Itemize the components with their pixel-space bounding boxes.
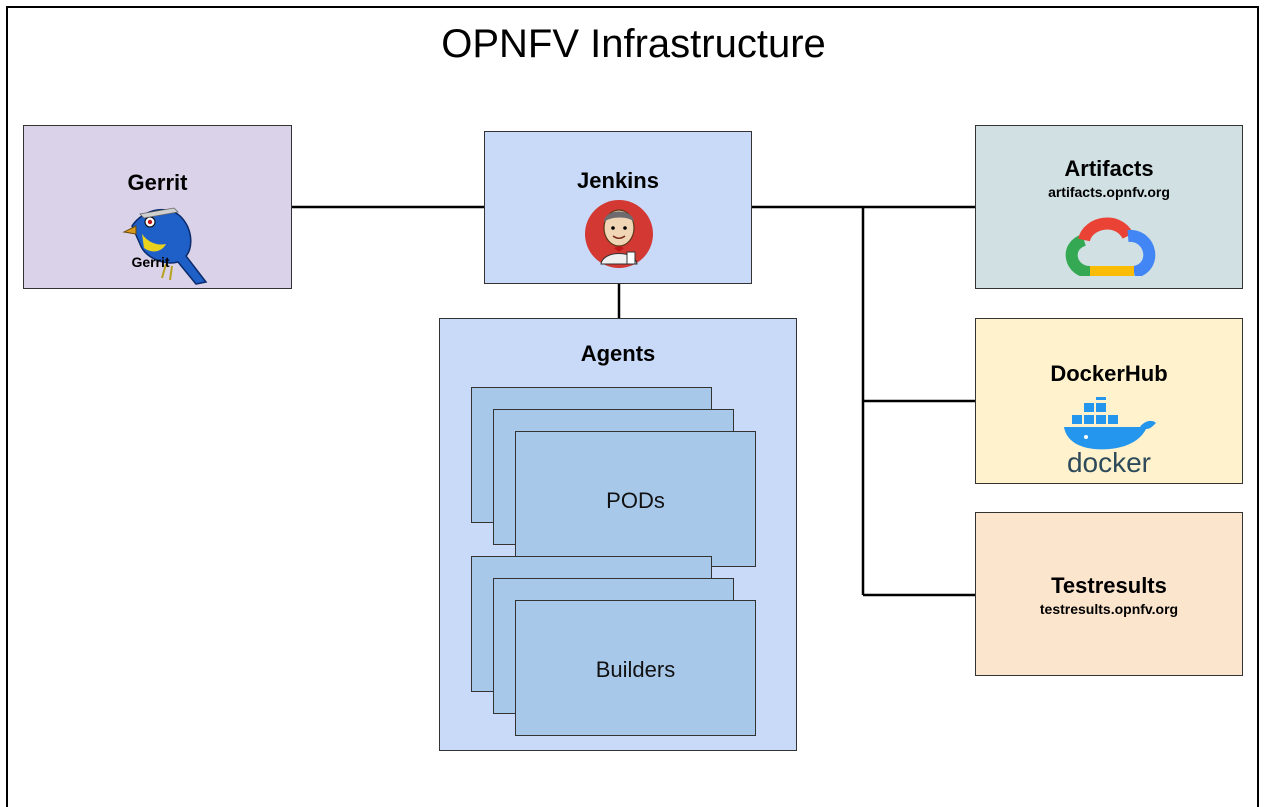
dockerhub-node: DockerHub docker: [975, 318, 1243, 484]
docker-whale-icon: [1064, 397, 1156, 450]
pods-card-front: PODs: [515, 431, 756, 567]
artifacts-subtitle: artifacts.opnfv.org: [1048, 184, 1170, 200]
gerrit-bird-icon: [122, 207, 208, 285]
dockerhub-label: DockerHub: [1050, 361, 1168, 386]
jenkins-butler-icon: [585, 200, 653, 268]
diagram-frame: [6, 6, 1259, 807]
builders-card-front: Builders: [515, 600, 756, 736]
google-cloud-icon: [1065, 217, 1156, 276]
builders-label: Builders: [595, 657, 676, 682]
testresults-label: Testresults: [1051, 573, 1167, 598]
docker-logo-text: docker: [1066, 447, 1152, 478]
diagram-title: OPNFV Infrastructure: [441, 22, 826, 66]
artifacts-node: Artifacts artifacts.opnfv.org: [975, 125, 1243, 289]
testresults-subtitle: testresults.opnfv.org: [1039, 601, 1179, 617]
gerrit-node: Gerrit Gerrit: [23, 125, 292, 289]
artifacts-label: Artifacts: [1064, 156, 1154, 181]
agents-label: Agents: [580, 341, 656, 366]
jenkins-label: Jenkins: [577, 168, 659, 193]
gerrit-label: Gerrit: [127, 170, 188, 195]
gerrit-logo-text: Gerrit: [131, 254, 170, 270]
jenkins-node: Jenkins: [484, 131, 752, 284]
pods-label: PODs: [606, 488, 665, 513]
testresults-node: Testresults testresults.opnfv.org: [975, 512, 1243, 676]
